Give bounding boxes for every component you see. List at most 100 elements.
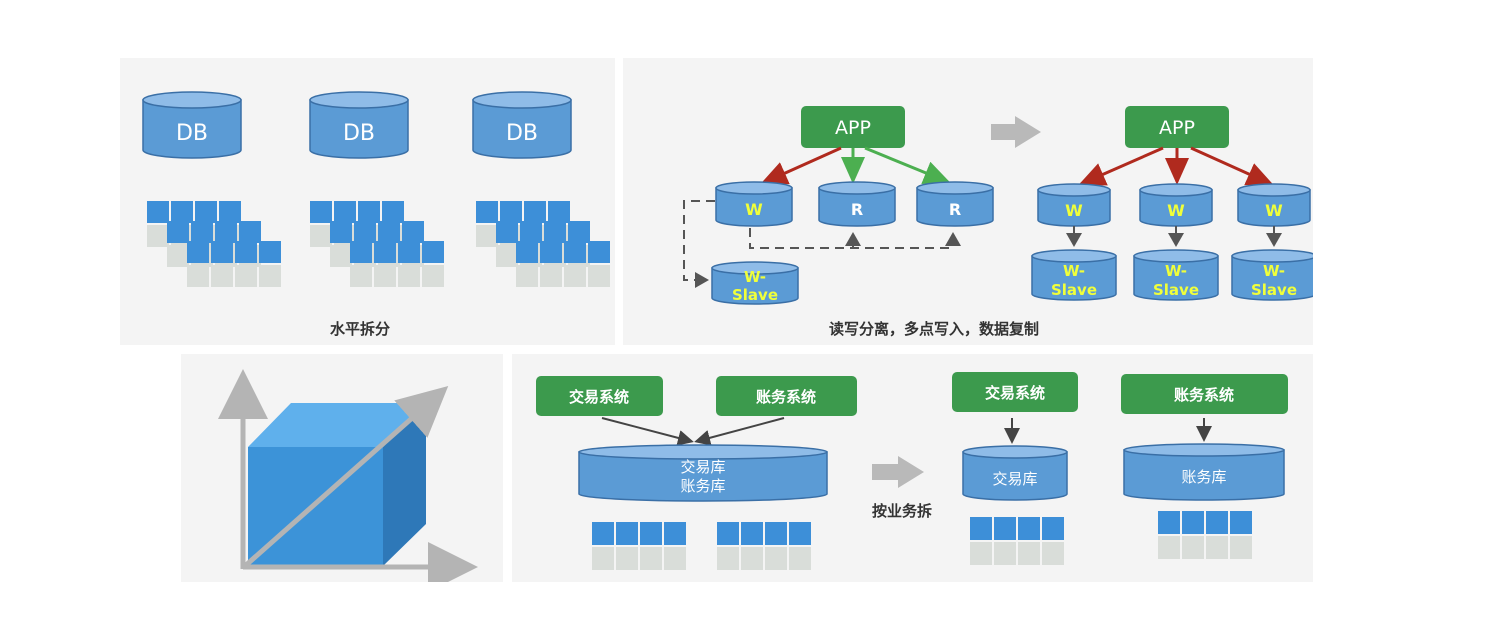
horizontal-split-diagram: DB DB DB — [142, 91, 610, 287]
account-db-cylinder: 账务库 — [1123, 443, 1285, 501]
trade-system-label: 交易系统 — [569, 388, 629, 406]
table-cell-gray — [765, 547, 787, 570]
db-cylinder-2: DB — [309, 91, 409, 159]
table-cell-blue — [640, 522, 662, 545]
table-cell-gray — [789, 547, 811, 570]
table-cell-gray — [1042, 542, 1064, 565]
table-cell-blue — [167, 221, 189, 243]
table-cell-blue — [789, 522, 811, 545]
app-box-right: APP — [1125, 106, 1229, 148]
rw-split-caption: 读写分离，多点写入，数据复制 — [829, 320, 1040, 338]
table-cell-blue — [500, 201, 522, 223]
data-table — [592, 522, 686, 570]
table-layer — [350, 241, 444, 287]
table-cell-blue — [422, 241, 444, 263]
trade-db-cylinder: 交易库 — [962, 445, 1068, 501]
table-cell-blue — [374, 241, 396, 263]
r-label: R — [851, 200, 863, 219]
w-cylinder: W — [1037, 183, 1111, 227]
table-cell-gray — [1230, 536, 1252, 559]
table-layer — [516, 241, 610, 287]
table-cell-gray — [235, 265, 257, 287]
table-cell-gray — [516, 265, 538, 287]
scale-cube-diagram — [218, 369, 478, 582]
table-cell-gray — [211, 265, 233, 287]
table-cell-gray — [564, 265, 586, 287]
table-cell-gray — [398, 265, 420, 287]
table-cell-blue — [398, 241, 420, 263]
table-cell-gray — [588, 265, 610, 287]
table-cell-blue — [1158, 511, 1180, 534]
w-slave-cylinder: W-Slave — [1031, 249, 1117, 301]
split-label: 按业务拆 — [872, 502, 932, 520]
table-cell-blue — [548, 201, 570, 223]
combined-db-cylinder: 交易库 账务库 — [578, 444, 828, 502]
table-cell-blue — [970, 517, 992, 540]
table-cell-gray — [1018, 542, 1040, 565]
w-label: W — [1167, 201, 1185, 220]
table-cell-gray — [1158, 536, 1180, 559]
horizontal-split-panel: DB DB DB 水平拆分 — [120, 58, 615, 345]
table-cell-blue — [215, 221, 237, 243]
w-label: W — [1265, 201, 1283, 220]
w-label: W — [745, 200, 763, 219]
table-cell-blue — [378, 221, 400, 243]
table-cell-gray — [592, 547, 614, 570]
w-slave-line2: Slave — [1153, 281, 1199, 299]
w-label: W — [1065, 201, 1083, 220]
app-label: APP — [1159, 117, 1195, 139]
account-system-label: 账务系统 — [1174, 386, 1234, 404]
db-cylinder-1: DB — [142, 91, 242, 159]
table-cell-gray — [476, 225, 498, 247]
app-label: APP — [835, 117, 871, 139]
replication-line — [683, 200, 715, 288]
r-cylinder: R — [818, 181, 896, 227]
table-cell-gray — [1182, 536, 1204, 559]
table-cell-blue — [765, 522, 787, 545]
app-box-left: APP — [801, 106, 905, 148]
table-cell-gray — [147, 225, 169, 247]
table-cell-gray — [374, 265, 396, 287]
w-slave-line1: W- — [1165, 262, 1187, 280]
table-cell-gray — [330, 245, 352, 267]
table-cell-blue — [235, 241, 257, 263]
w-slave-line2: Slave — [1251, 281, 1297, 299]
table-cell-gray — [259, 265, 281, 287]
read-arrow — [864, 146, 951, 185]
combined-db-line2: 账务库 — [680, 477, 725, 495]
access-arrow — [601, 417, 694, 446]
w-cylinder: W — [1237, 183, 1311, 227]
combined-db-line1: 交易库 — [680, 458, 725, 476]
data-table-stacks — [147, 201, 610, 287]
rw-split-diagram: APP W R R W- Slave — [683, 106, 1313, 305]
table-cell-blue — [219, 201, 241, 223]
replication-line — [749, 228, 961, 249]
table-cell-blue — [330, 221, 352, 243]
table-cell-blue — [334, 201, 356, 223]
data-table — [717, 522, 811, 570]
table-cell-blue — [354, 221, 376, 243]
table-cell-blue — [741, 522, 763, 545]
table-cell-gray — [310, 225, 332, 247]
cube-top-face — [248, 403, 426, 447]
table-cell-gray — [664, 547, 686, 570]
table-cell-blue — [350, 241, 372, 263]
table-cell-blue — [717, 522, 739, 545]
access-arrow — [694, 417, 785, 446]
horizontal-split-caption: 水平拆分 — [330, 320, 391, 338]
db-cylinder-3: DB — [472, 91, 572, 159]
table-stack-2 — [310, 201, 444, 287]
trade-system-box: 交易系统 — [536, 376, 663, 416]
account-system-box: 账务系统 — [716, 376, 857, 416]
table-cell-blue — [1018, 517, 1040, 540]
trade-system-label: 交易系统 — [985, 384, 1045, 402]
table-cell-blue — [358, 201, 380, 223]
table-cell-blue — [592, 522, 614, 545]
table-cell-blue — [520, 221, 542, 243]
table-stack-1 — [147, 201, 281, 287]
split-arrow-icon — [872, 456, 924, 488]
business-split-diagram: 交易系统 账务系统 交易库 账务库 按业务拆 交易系统 账务系统 — [536, 372, 1288, 570]
z-axis-arrow — [243, 386, 449, 568]
table-cell-gray — [350, 265, 372, 287]
